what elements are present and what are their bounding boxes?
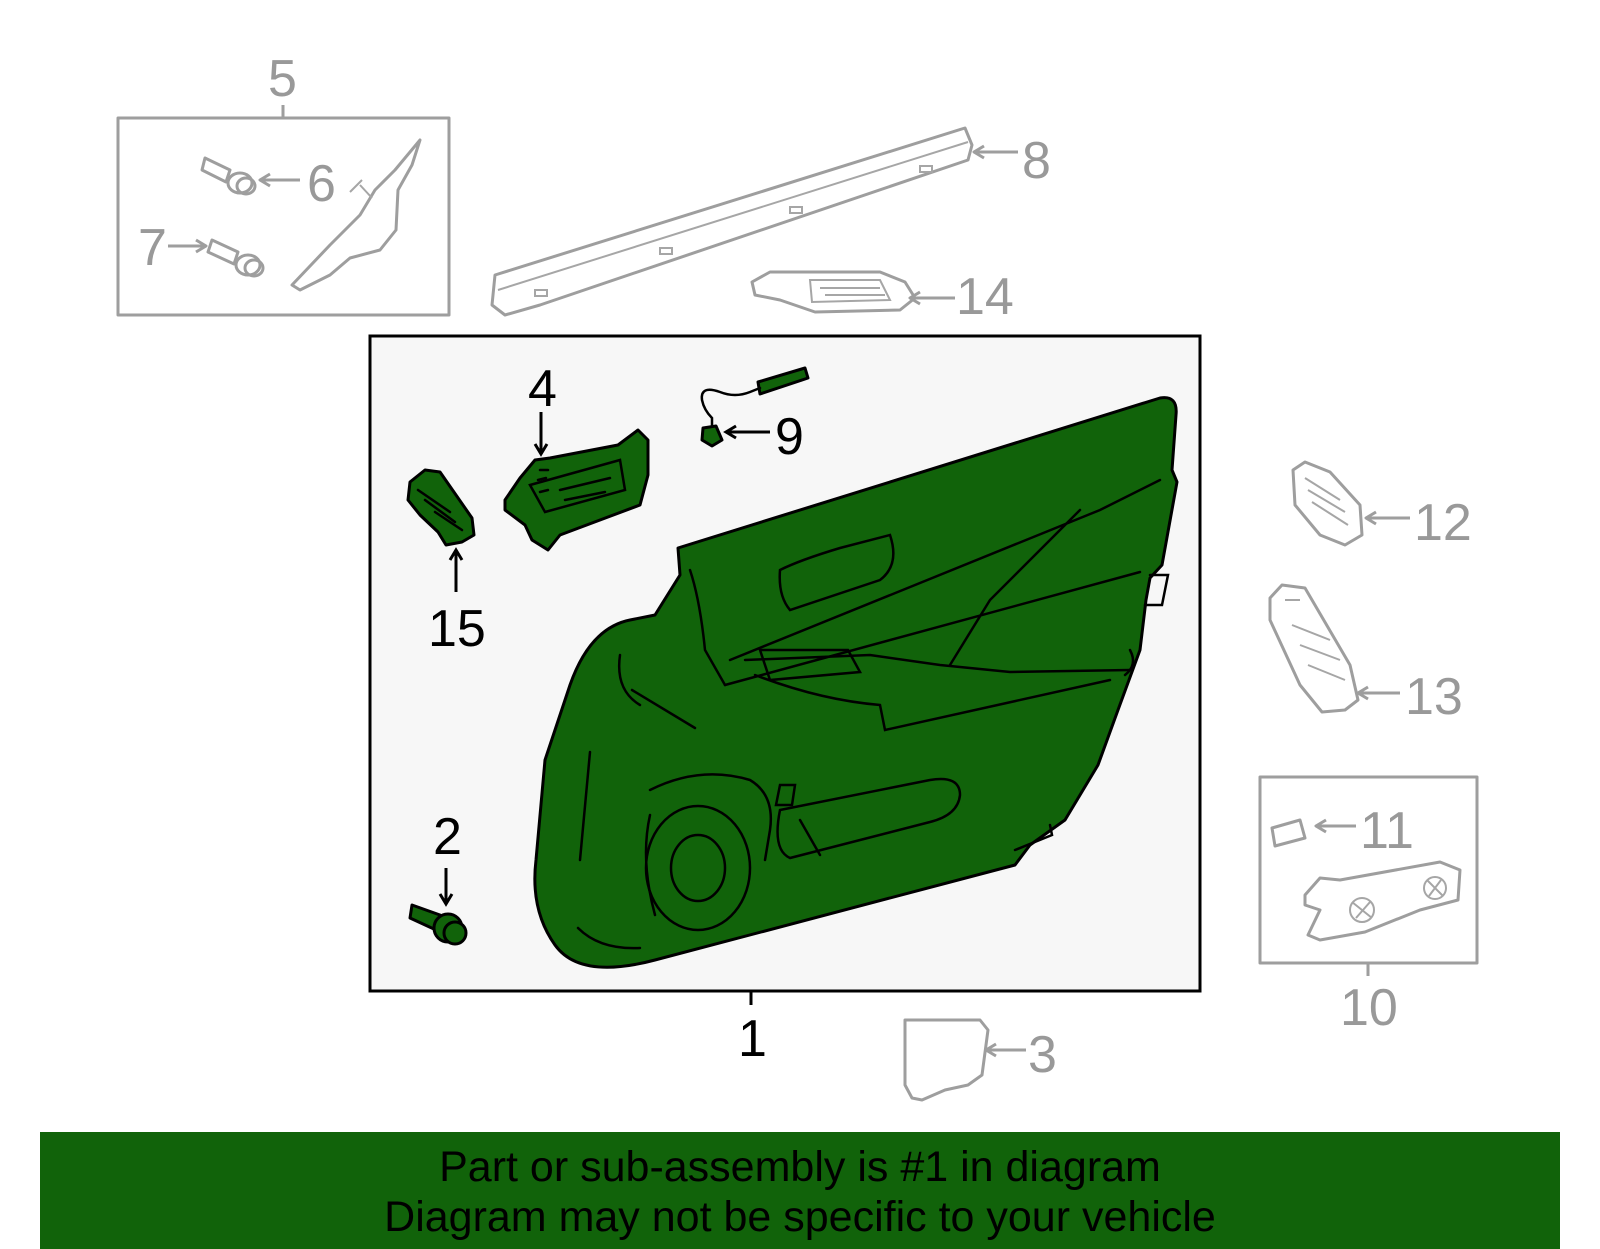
cover-part-3 xyxy=(903,1018,1026,1102)
switch-part-13 xyxy=(1268,583,1400,714)
inside-handle-part-4 xyxy=(503,428,650,552)
callout-8: 8 xyxy=(1022,132,1051,190)
callout-10: 10 xyxy=(1340,979,1398,1037)
callout-15: 15 xyxy=(428,600,486,658)
part-14-bezel xyxy=(750,270,955,314)
switch-part-12 xyxy=(1291,460,1410,547)
switch-part-15 xyxy=(406,468,476,547)
clip-part-2 xyxy=(408,903,468,946)
banner-line-2: Diagram may not be specific to your vehi… xyxy=(384,1193,1216,1241)
callout-11: 11 xyxy=(1360,802,1414,860)
clip-7-icon xyxy=(206,238,265,278)
callout-9: 9 xyxy=(775,408,804,466)
group-5-box xyxy=(116,105,451,317)
callout-5: 5 xyxy=(268,50,297,108)
bulb-11-icon xyxy=(1270,818,1307,848)
group-10-box xyxy=(1258,775,1479,976)
info-banner: Part or sub-assembly is #1 in diagram Di… xyxy=(40,1132,1560,1249)
part-8-weatherstrip xyxy=(490,126,1018,317)
callout-13: 13 xyxy=(1405,668,1463,726)
callout-2: 2 xyxy=(433,808,462,866)
banner-line-1: Part or sub-assembly is #1 in diagram xyxy=(439,1143,1161,1191)
callout-3: 3 xyxy=(1028,1026,1057,1084)
callout-7: 7 xyxy=(138,219,167,277)
callout-1: 1 xyxy=(738,1010,767,1068)
door-trim-panel xyxy=(533,396,1179,969)
lamp-housing-icon xyxy=(1303,860,1462,942)
callout-12: 12 xyxy=(1414,494,1472,552)
wire-harness-part-9 xyxy=(700,366,810,448)
callout-4: 4 xyxy=(528,360,557,418)
clip-6-icon xyxy=(200,156,257,196)
callout-6: 6 xyxy=(307,155,336,213)
active-arrows xyxy=(438,412,770,907)
callout-14: 14 xyxy=(956,268,1014,326)
